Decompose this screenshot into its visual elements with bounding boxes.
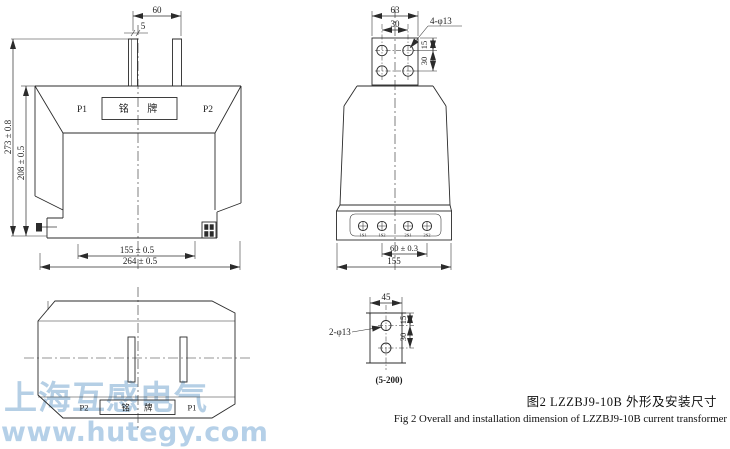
mounting-hole [402,65,414,77]
hole-callout: 2-φ13 [329,327,351,337]
dim-body-height: 208 ± 0.5 [16,145,26,180]
nameplate-label: 铭 牌 [119,102,166,115]
terminal-label-2s1: 2S1 [404,233,412,238]
terminal-label-2s2: 2S2 [423,233,431,238]
dim-hole-spacing-v: 30 [419,57,429,66]
nameplate-box [99,399,176,415]
top-view-outline [37,300,236,419]
dim-detail-hole-spacing: 30 [398,333,408,342]
slot-right [179,336,188,383]
p1-label: P1 [188,403,197,413]
dim-overall-height: 273 ± 0.8 [3,119,13,154]
side-view: 63 30 4-φ13 15 30 [336,5,462,273]
dim-detail-width: 45 [382,292,392,302]
dim-base-width: 155 [387,256,401,266]
terminal-label-1s1: 1S1 [359,233,367,238]
dim-top-width: 60 [153,5,163,15]
figure-caption: 图2 LZZBJ9-10B 外形及安装尺寸 Fig 2 Overall and … [340,391,727,425]
top-view: 铭 牌 P2 P1 [24,287,250,429]
ratio-range-label: (5-200) [376,375,403,385]
nameplate-label: 铭 牌 [121,403,158,413]
figure-caption-zh: 图2 LZZBJ9-10B 外形及安装尺寸 [526,395,717,409]
dim-bar-thickness: 5 [141,21,146,31]
hole-callout: 4-φ13 [430,16,452,26]
nameplate-box [101,97,178,120]
figure-caption-en: Fig 2 Overall and installation dimension… [393,413,727,425]
dim-overall-width: 264 ± 0.5 [123,256,158,266]
secondary-terminal-screws [357,220,433,232]
dim-hole-spacing: 155 ± 0.5 [120,245,155,255]
front-view: 铭 牌 P1 P2 60 5 273 ± 0.8 208 ± 0.5 155 ±… [3,5,242,272]
dim-terminal-spacing: 60 ± 0.3 [390,243,418,253]
dim-detail-hole-offset: 15 [398,316,408,325]
ground-bolt-icon [36,223,57,232]
mounting-plate-detail-view: 45 2-φ13 15 30 (5-200) [329,292,414,385]
base-block [336,210,452,241]
p1-label: P1 [77,105,87,115]
primary-bar-right [172,38,182,86]
p2-label: P2 [80,403,89,413]
dim-hole-spacing-h: 30 [391,19,401,29]
slot-left [127,336,136,383]
dim-hole-offset-top: 15 [419,41,429,50]
terminal-label-1s2: 1S2 [378,233,386,238]
primary-bar-left [128,38,138,86]
terminal-block-icon [201,221,217,239]
watermark-website: www.hutegy.com [1,417,269,448]
p2-label: P2 [203,105,213,115]
